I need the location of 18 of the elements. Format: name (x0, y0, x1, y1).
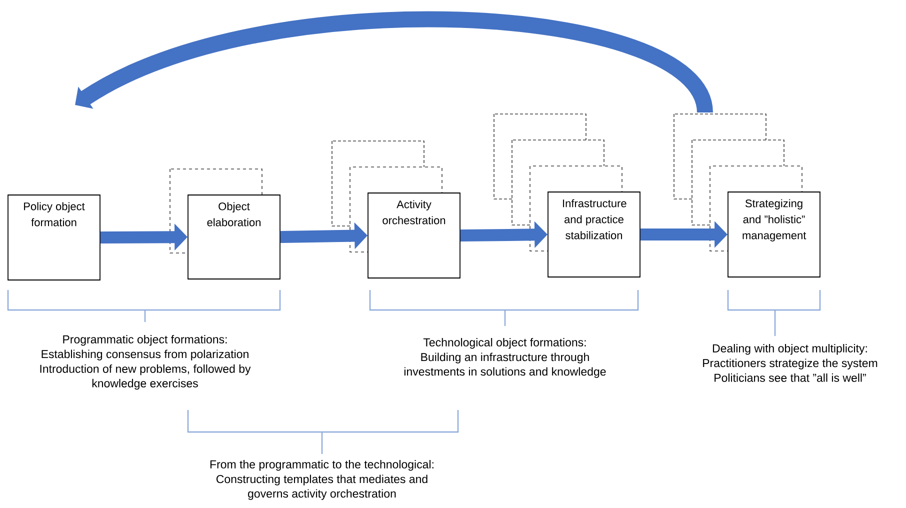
annotation-text: From the programmatic to the technological: (210, 460, 434, 471)
annotation-text: Building an infrastructure through investments in solutions and knowledge (404, 352, 606, 378)
stacked-boxes: Infrastructure and practice stabilization (494, 114, 640, 278)
stacked-boxes: Object elaboration (170, 168, 280, 280)
node-label: Strategizing and ”holistic” management (742, 199, 806, 242)
annotation-text: Technological object formations: (423, 338, 586, 349)
annotation-text: Constructing templates that mediates and governs activity orchestration (216, 474, 428, 500)
annotation-text: Dealing with object multiplicity: (712, 344, 867, 355)
annotation-text: Practitioners strategize the system (703, 358, 878, 370)
annotation-text: Establishing consensus from polarization (42, 350, 248, 360)
annotation-text: Politicians see that ”all is well” (714, 373, 866, 382)
node-label: Infrastructure and practice stabilization (563, 199, 626, 240)
stacked-boxes: Strategizing and ”holistic” management (674, 114, 820, 278)
block-arrow (75, 12, 713, 116)
process-box: Policy object formation (8, 194, 100, 280)
annotation-text: Introduction of new problems, followed by knowledge exercises (40, 364, 251, 390)
stacked-boxes: Activity orchestration (332, 140, 460, 278)
annotation-text: Programmatic object formations: (63, 335, 227, 346)
